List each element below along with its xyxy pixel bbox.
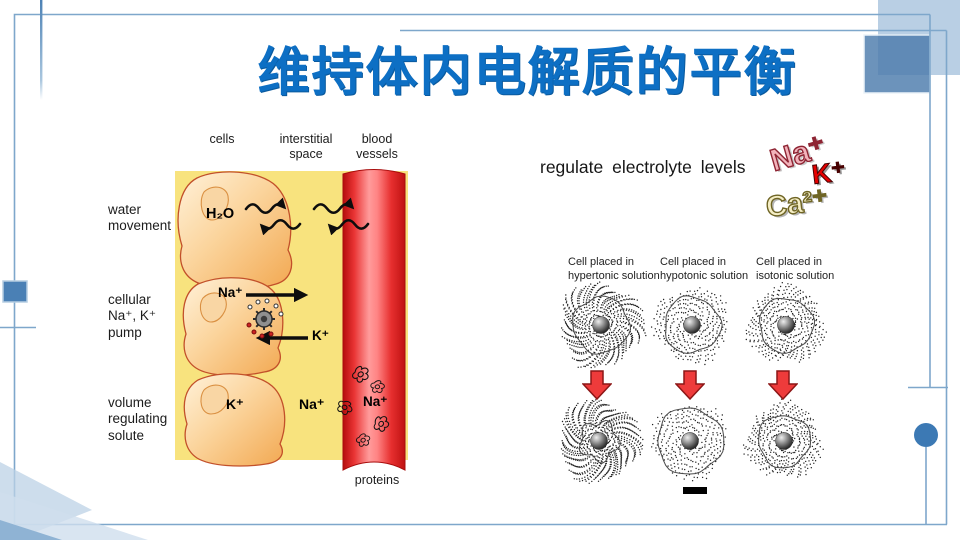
row-label-volume-regulating-solute: volume regulating solute (108, 395, 168, 443)
decor-accent-line-top-left (40, 0, 43, 100)
down-arrow-icon (675, 370, 705, 400)
h2o-label: H₂O (206, 206, 235, 222)
row-label-cellular-pump: cellular Na⁺, K⁺ pump (108, 292, 157, 340)
column-header-blood-vessels: blood vessels (356, 132, 398, 161)
na-pump-label: Na⁺ (218, 285, 243, 300)
row-label-water-movement: water movement (108, 202, 172, 234)
decor-triangle-bottom-left-3 (0, 520, 62, 540)
k-cell-label: K⁺ (226, 396, 244, 412)
down-arrow-icon (768, 370, 798, 400)
fluid-compartment-drawing (175, 169, 408, 471)
right-caption: regulate electrolyte levels (540, 157, 746, 177)
slide-frame-border (13, 13, 948, 526)
cell-illustration (651, 406, 727, 482)
label-hypotonic: Cell placed in hypotonic solution (660, 256, 749, 283)
cell-organelles (199, 186, 229, 415)
slide-title: 维持体内电解质的平衡 (257, 44, 798, 102)
water-exchange-arrows-icon (244, 197, 370, 236)
blood-vessel-region (342, 169, 406, 471)
column-header-cells: cells (209, 132, 235, 146)
na-vessel-label: Na⁺ (363, 394, 388, 409)
cell-illustration (745, 282, 828, 363)
pump-arrows (246, 287, 309, 346)
cell-illustration (561, 281, 647, 369)
cell-illustration (650, 287, 728, 366)
decor-square-left (2, 280, 28, 303)
ion-dots (246, 298, 284, 339)
decor-circle-right (914, 423, 938, 447)
cell-illustration (742, 398, 824, 478)
na-interstitial-label: Na⁺ (299, 396, 325, 412)
fluid-compartment-diagram: cells interstitial space blood vessels H… (100, 128, 420, 508)
scale-bar (683, 487, 707, 494)
label-hypertonic: Cell placed in hypertonic solution (568, 256, 660, 283)
decor-triangle-bottom-left-2 (0, 492, 148, 540)
k-pump-label: K⁺ (312, 328, 329, 343)
label-isotonic: Cell placed in isotonic solution (756, 256, 835, 283)
column-header-interstitial-space: interstitial space (279, 132, 333, 161)
proteins-label: proteins (354, 473, 400, 487)
pump-gear-icon (246, 298, 284, 339)
decor-square-top-right-dark (863, 34, 931, 94)
cell-illustration (560, 399, 644, 484)
down-arrow-icon (582, 370, 612, 400)
